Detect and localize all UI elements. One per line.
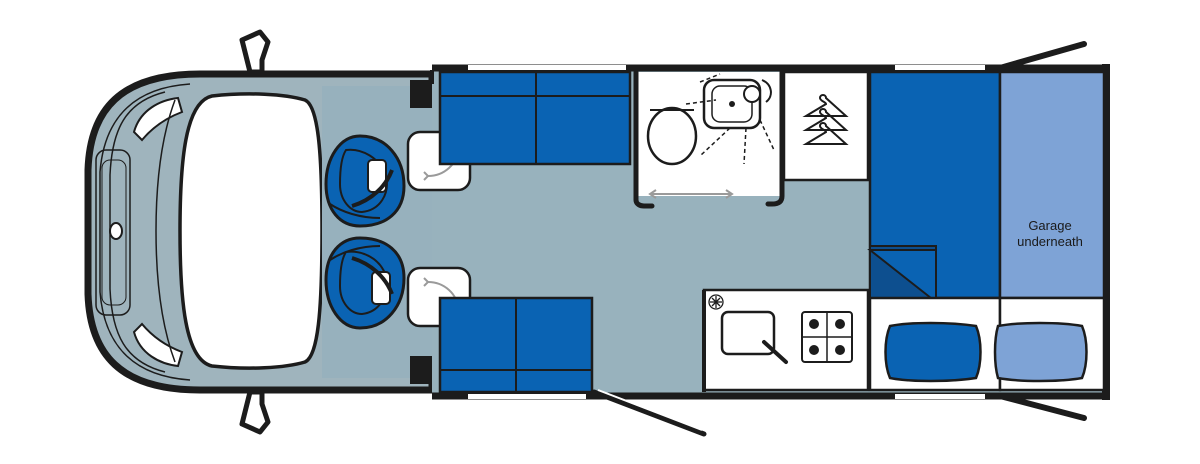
- cab-inner-line: [99, 83, 191, 381]
- right-headlight: [132, 322, 184, 368]
- lounge-seat-bottom: [438, 296, 594, 394]
- windscreen: [178, 92, 324, 370]
- rear-door-top: [997, 41, 1087, 71]
- cab-corner-top: [410, 80, 434, 108]
- cab-floor: [322, 86, 432, 378]
- left-headlight: [132, 96, 184, 142]
- garage-label-line1: Garage: [1028, 218, 1071, 233]
- washroom: [633, 69, 785, 209]
- cab-corner-bottom: [410, 356, 434, 384]
- window-bottom-2: [895, 394, 985, 399]
- cab-seat-passenger: [324, 236, 406, 330]
- bed-cushion: [884, 321, 982, 383]
- cab-pillar-line: [155, 99, 176, 363]
- hob: [801, 311, 853, 363]
- wardrobe: [782, 70, 870, 182]
- rear-door-bottom: [997, 393, 1087, 421]
- right-mirror: [239, 389, 271, 435]
- garage: Garage underneath: [993, 70, 1106, 392]
- habitation-door: [591, 389, 707, 437]
- kitchen-sink: [720, 310, 776, 356]
- sink-tap: [762, 340, 788, 364]
- garage-cushion: [993, 321, 1088, 383]
- garage-label-line2: underneath: [1017, 234, 1083, 249]
- toilet: [646, 106, 698, 166]
- cab: [84, 29, 436, 435]
- shower-head: [743, 85, 761, 103]
- cab-seat-driver: [324, 134, 406, 228]
- coat-hanger-icon: [802, 94, 849, 145]
- bed-step-triangle: [867, 249, 937, 305]
- bonnet-panel-inner: [101, 159, 127, 306]
- fridge-snowflake-icon: [708, 294, 724, 310]
- bonnet-panel: [95, 149, 131, 316]
- lounge-seat-top: [438, 70, 632, 166]
- window-bottom-1: [468, 394, 586, 399]
- garage-fill: [998, 70, 1106, 300]
- badge: [109, 222, 123, 240]
- left-mirror: [239, 29, 271, 75]
- bed-area: [867, 70, 1002, 392]
- kitchen: [702, 288, 870, 392]
- window-top-1: [468, 65, 626, 70]
- window-top-2: [895, 65, 985, 70]
